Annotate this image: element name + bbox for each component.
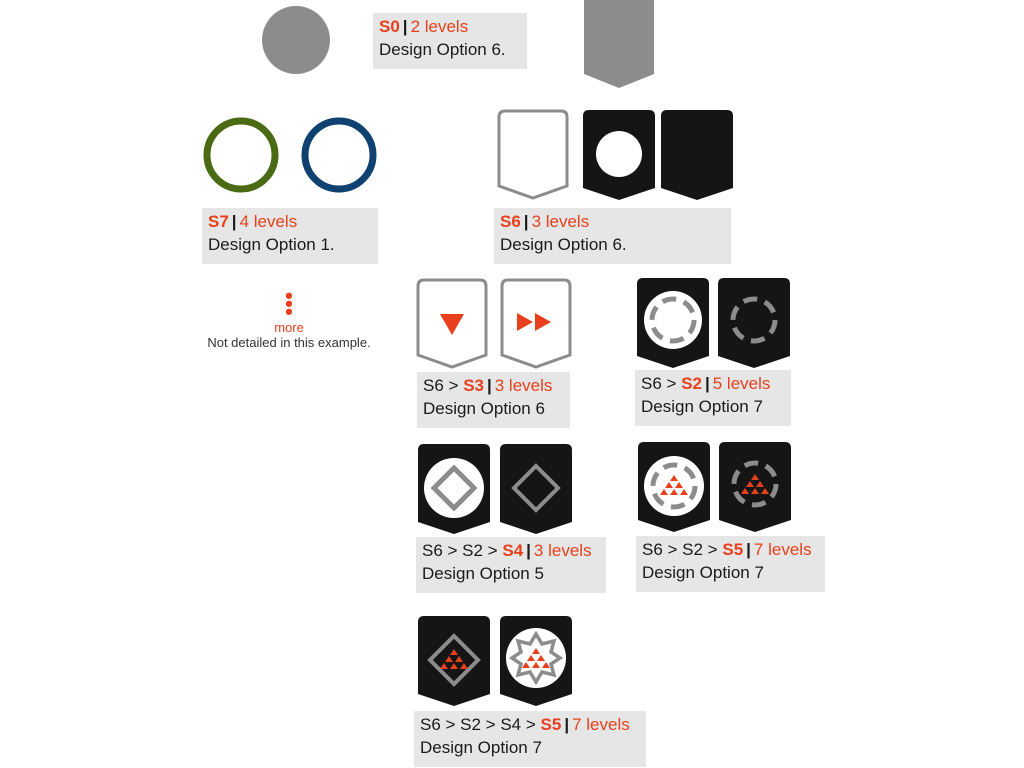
s2-dashed-ring-white-shield-icon (637, 278, 709, 368)
s5-emblem-ring-white-shield-icon (638, 442, 710, 532)
s7-green-ring-icon (203, 117, 279, 193)
s0-label: S0|2 levels Design Option 6. (373, 13, 527, 69)
s3-label: S6 > S3|3 levels Design Option 6 (417, 372, 570, 428)
s5-via-s4-label: S6 > S2 > S4 > S5|7 levels Design Option… (414, 711, 646, 767)
not-detailed-note: Not detailed in this example. (207, 335, 371, 350)
more-note: ••• more Not detailed in this example. (194, 283, 384, 351)
s7-blue-ring-icon (301, 117, 377, 193)
s0-grey-circle-icon (262, 6, 330, 74)
s0-grey-shield-icon (584, 0, 654, 88)
more-label: more (274, 320, 304, 335)
s5-via-s2-label: S6 > S2 > S5|7 levels Design Option 7 (636, 536, 825, 592)
s5-emblem-ring-dark-shield-icon (719, 442, 791, 532)
s3-triangle-down-shield-icon (416, 278, 488, 369)
s6-black-shield-icon (661, 110, 733, 200)
s4-diamond-dark-shield-icon (500, 444, 572, 534)
s5-emblem-star-seal-shield-icon (500, 616, 572, 706)
s3-fast-forward-shield-icon (500, 278, 572, 369)
vertical-dots-icon: ••• (285, 283, 293, 324)
s6-label: S6|3 levels Design Option 6. (494, 208, 731, 264)
s4-diamond-white-shield-icon (418, 444, 490, 534)
s6-outline-shield-icon (497, 109, 569, 200)
s6-circle-shield-icon (583, 110, 655, 200)
s4-label: S6 > S2 > S4|3 levels Design Option 5 (416, 537, 606, 593)
s5-emblem-diamond-shield-icon (418, 616, 490, 706)
s2-dashed-ring-dark-shield-icon (718, 278, 790, 368)
s7-label: S7|4 levels Design Option 1. (202, 208, 378, 264)
s2-label: S6 > S2|5 levels Design Option 7 (635, 370, 791, 426)
